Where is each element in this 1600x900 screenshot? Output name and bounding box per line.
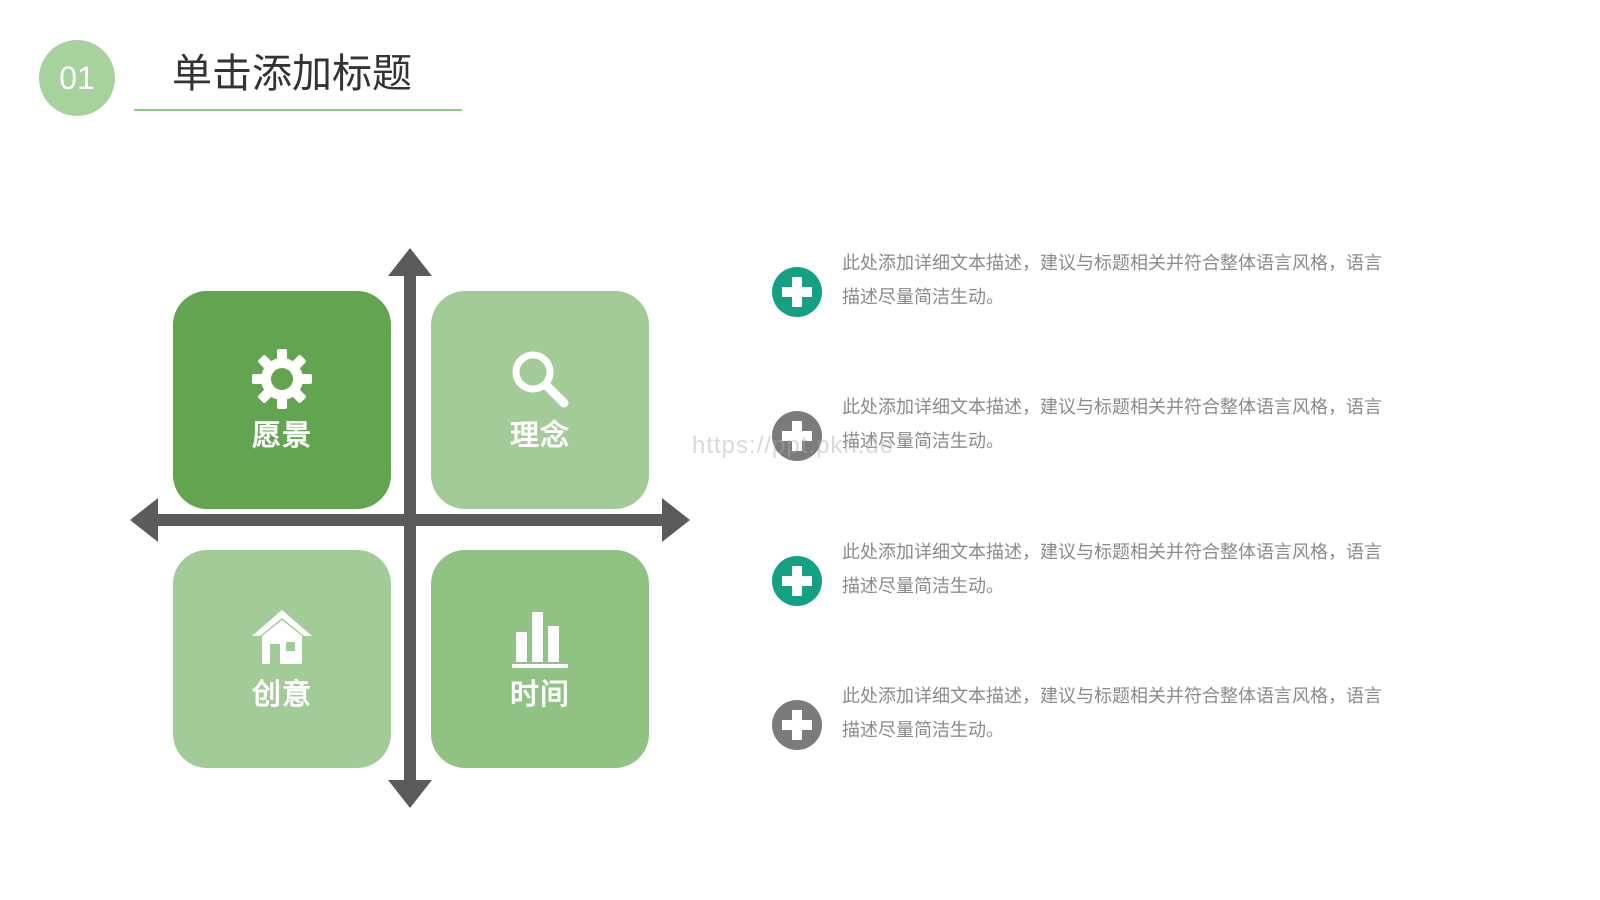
bullet-text[interactable]: 此处添加详细文本描述，建议与标题相关并符合整体语言风格，语言描述尽量简洁生动。	[842, 397, 1382, 452]
quadrant-tile-vision[interactable]: 愿景	[173, 291, 391, 509]
plus-circle-icon[interactable]	[772, 556, 822, 606]
section-number-badge: 01	[39, 40, 115, 116]
quadrant-label-vision: 愿景	[251, 418, 312, 452]
list-item: 此处添加详细文本描述，建议与标题相关并符合整体语言风格，语言描述尽量简洁生动。	[772, 680, 1600, 760]
bullet-text[interactable]: 此处添加详细文本描述，建议与标题相关并符合整体语言风格，语言描述尽量简洁生动。	[842, 686, 1382, 741]
axis-arrow-right	[662, 498, 690, 542]
plus-circle-icon[interactable]	[772, 267, 822, 317]
axis-arrow-up	[388, 248, 432, 276]
quadrant-label-idea: 理念	[509, 418, 570, 452]
plus-circle-icon[interactable]	[772, 411, 822, 461]
quadrant-tile-creative[interactable]: 创意	[173, 550, 391, 768]
list-item: 此处添加详细文本描述，建议与标题相关并符合整体语言风格，语言描述尽量简洁生动。	[772, 536, 1600, 616]
cross-axis	[130, 248, 690, 808]
section-number: 01	[59, 59, 95, 96]
axis-arrow-left	[130, 498, 158, 542]
list-item: 此处添加详细文本描述，建议与标题相关并符合整体语言风格，语言描述尽量简洁生动。	[772, 247, 1600, 327]
plus-circle-icon[interactable]	[772, 700, 822, 750]
house-icon	[252, 610, 312, 664]
quadrant-label-time: 时间	[509, 677, 570, 711]
title-underline	[134, 109, 462, 111]
quadrant-label-creative: 创意	[251, 677, 312, 711]
quadrant-tile-time[interactable]: 时间	[431, 550, 649, 768]
bar-chart-icon	[512, 612, 568, 668]
bullet-text[interactable]: 此处添加详细文本描述，建议与标题相关并符合整体语言风格，语言描述尽量简洁生动。	[842, 253, 1382, 308]
search-icon	[512, 351, 569, 408]
list-item: 此处添加详细文本描述，建议与标题相关并符合整体语言风格，语言描述尽量简洁生动。	[772, 391, 1600, 471]
quadrant-tile-idea[interactable]: 理念	[431, 291, 649, 509]
horizontal-axis-line	[148, 514, 668, 526]
bullet-text[interactable]: 此处添加详细文本描述，建议与标题相关并符合整体语言风格，语言描述尽量简洁生动。	[842, 542, 1382, 597]
page-title[interactable]: 单击添加标题	[172, 51, 412, 97]
axis-arrow-down	[388, 780, 432, 808]
gear-icon	[252, 349, 312, 409]
